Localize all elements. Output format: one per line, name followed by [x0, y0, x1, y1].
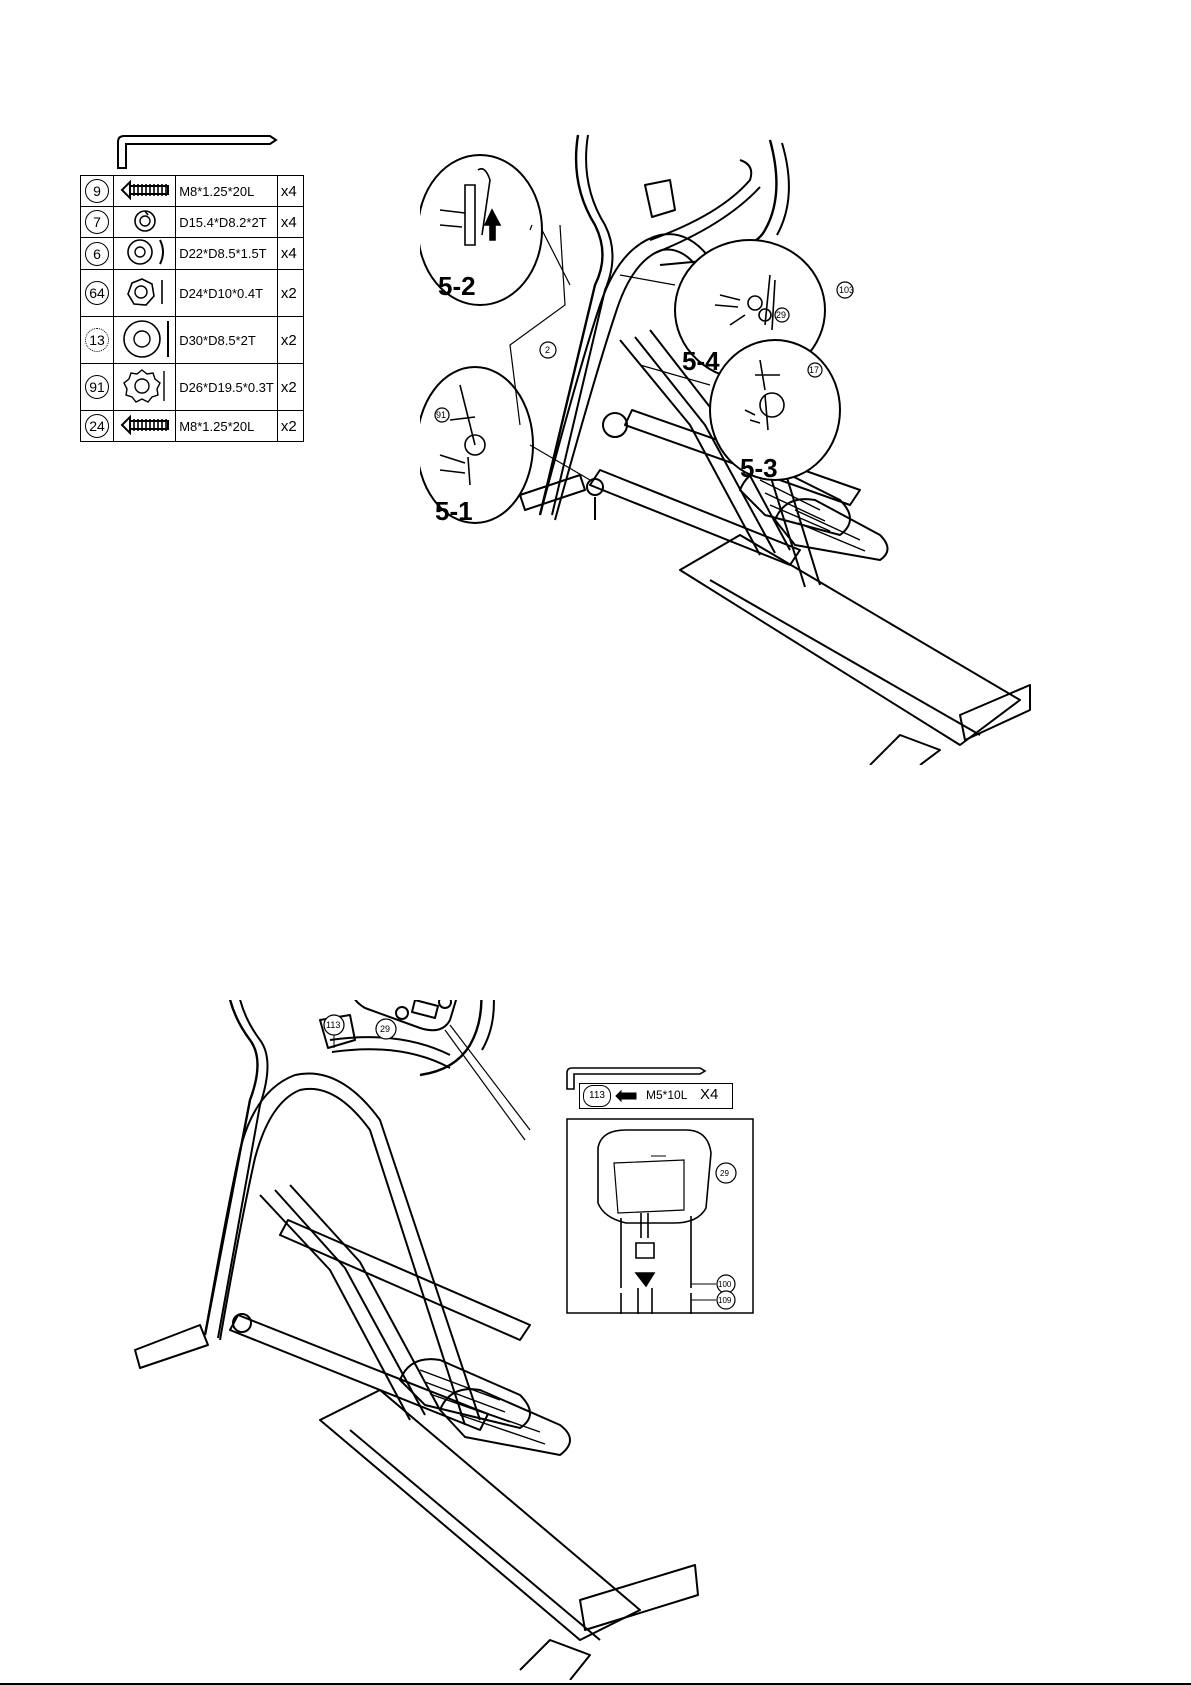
callout-29-detail: 29	[720, 1169, 729, 1178]
console-wiring-detail: 29 100 109	[566, 1118, 754, 1314]
callout-29-main: 29	[380, 1024, 390, 1034]
part-spec: M8*1.25*20L	[176, 176, 278, 207]
step-label-5-4: 5-4	[682, 346, 720, 376]
part-qty: x2	[277, 270, 303, 317]
callout-113: 113	[326, 1020, 340, 1030]
callout-109: 109	[718, 1296, 732, 1305]
part-qty: X4	[700, 1086, 718, 1103]
part-number: 9	[85, 179, 109, 203]
step-label-5-1: 5-1	[435, 496, 473, 526]
pedal-left	[400, 1359, 530, 1428]
pedal-arm-left	[230, 1315, 488, 1430]
part-qty: x4	[277, 207, 303, 238]
base-rail	[680, 535, 1020, 745]
callout-2: 2	[545, 345, 550, 355]
callout-17: 17	[809, 365, 819, 375]
flat-washer-icon	[120, 238, 170, 266]
part-number: 113	[583, 1085, 611, 1107]
hardware-row: 64 D24*D10*0.4T x2	[81, 270, 304, 317]
hardware-box-console: 113 M5*10L X4	[579, 1083, 733, 1109]
screw-icon	[614, 1089, 638, 1103]
part-qty: x4	[277, 176, 303, 207]
pedal-right	[775, 499, 888, 560]
step-label-5-3: 5-3	[740, 453, 778, 483]
step-label-5-2: 5-2	[438, 271, 476, 301]
part-number: 91	[85, 375, 109, 399]
assembly-diagram-step5: 5-2 5-1 5-4 5-3 103 2 29 91 17	[420, 125, 1040, 765]
handlebar-right	[705, 140, 776, 255]
front-stabilizer	[520, 475, 585, 510]
callout-100: 100	[718, 1280, 732, 1289]
hardware-row: 13 D30*D8.5*2T x2	[81, 317, 304, 364]
hardware-row: 9 M8*1.25*20L x4	[81, 176, 304, 207]
hardware-table: 9 M8*1.25*20L x4 7 D15.4*D8.2*2T x4 6 D2…	[80, 175, 304, 442]
allen-wrench-icon	[110, 132, 280, 172]
thin-washer-icon	[120, 276, 170, 308]
bolt-icon	[118, 415, 172, 435]
part-number: 6	[85, 242, 109, 266]
console-callouts: 113 29	[320, 1012, 410, 1052]
rear-stabilizer	[960, 685, 1030, 740]
part-spec: M8*1.25*20L	[176, 411, 278, 442]
part-spec: D24*D10*0.4T	[176, 270, 278, 317]
stationary-handlebar	[650, 160, 751, 240]
front-stabilizer	[135, 1325, 208, 1368]
spring-washer-icon	[130, 209, 160, 233]
callout-103: 103	[839, 285, 854, 295]
hardware-row: 7 D15.4*D8.2*2T x4	[81, 207, 304, 238]
base-rail	[320, 1390, 640, 1640]
hardware-row: 6 D22*D8.5*1.5T x4	[81, 238, 304, 270]
callout-91: 91	[436, 410, 446, 420]
part-spec: M5*10L	[646, 1088, 687, 1102]
star-washer-icon	[120, 368, 170, 404]
large-washer-icon	[118, 318, 172, 360]
console-mount	[645, 180, 675, 217]
part-qty: x2	[277, 317, 303, 364]
part-qty: x2	[277, 364, 303, 411]
part-number: 64	[85, 281, 109, 305]
part-number: 24	[85, 414, 109, 438]
bolt-icon	[118, 180, 172, 200]
hardware-row: 91 D26*D19.5*0.3T x2	[81, 364, 304, 411]
part-spec: D22*D8.5*1.5T	[176, 238, 278, 270]
part-spec: D30*D8.5*2T	[176, 317, 278, 364]
part-spec: D15.4*D8.2*2T	[176, 207, 278, 238]
part-qty: x4	[277, 238, 303, 270]
part-qty: x2	[277, 411, 303, 442]
hardware-row: 24 M8*1.25*20L x2	[81, 411, 304, 442]
part-number: 7	[85, 210, 109, 234]
part-spec: D26*D19.5*0.3T	[176, 364, 278, 411]
part-number: 13	[85, 328, 109, 352]
callout-29: 29	[776, 310, 786, 320]
